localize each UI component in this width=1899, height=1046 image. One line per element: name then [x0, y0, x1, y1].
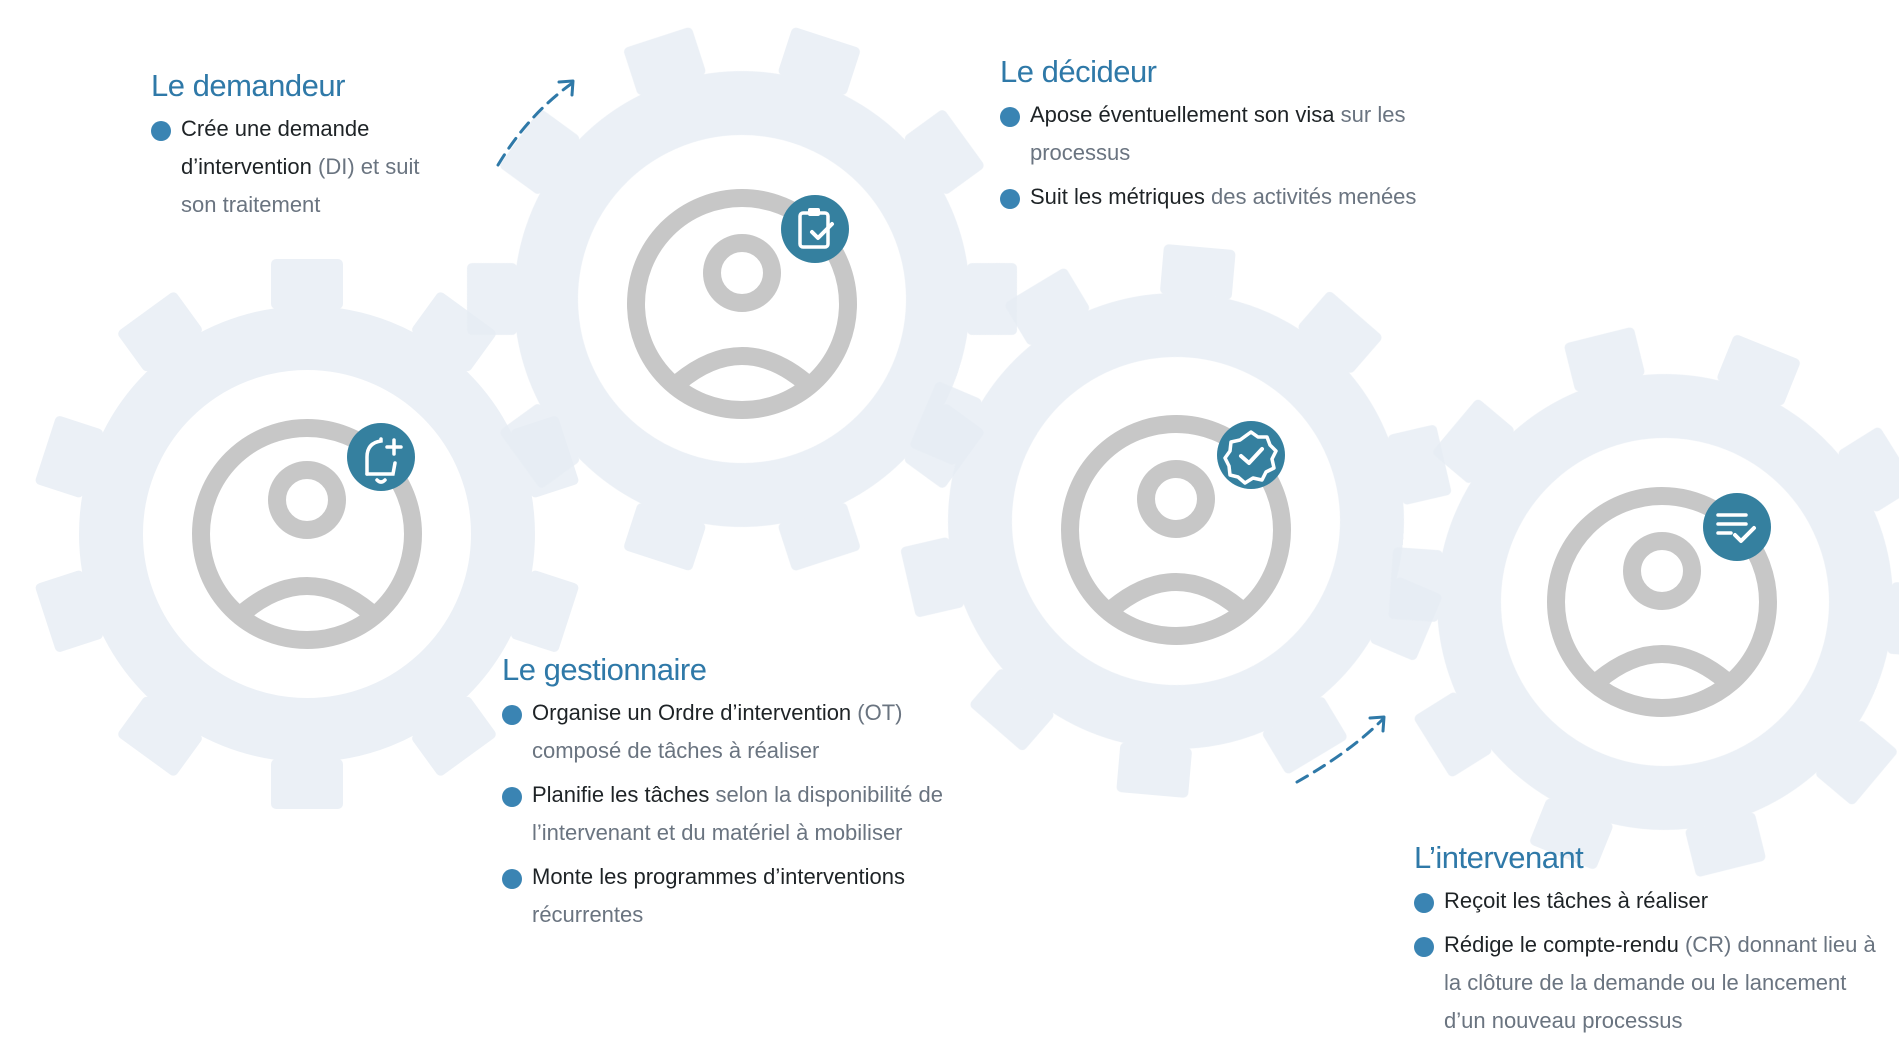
bullet-list: Reçoit les tâches à réaliser Rédige le c…	[1414, 882, 1884, 1040]
role-decideur: Le décideur Apose éventuellement son vis…	[1000, 54, 1520, 222]
person-icon-decideur	[627, 189, 857, 419]
list-item: Apose éventuellement son visa sur les pr…	[1000, 96, 1460, 172]
bullet-muted-text: (OT) composé de tâches à réaliser	[532, 700, 903, 763]
arrow-up-right-icon	[496, 79, 575, 167]
bullet-strong-text: Rédige le compte-rendu	[1444, 932, 1679, 957]
bullet-dot-icon	[151, 121, 171, 141]
list-item: Crée une demande d’intervention (DI) et …	[151, 110, 461, 224]
list-check-icon	[1703, 493, 1771, 561]
bullet-strong-text: Monte les programmes d’interventions	[532, 864, 905, 889]
bullet-muted-text: récurrentes	[532, 902, 644, 927]
bullet-strong-text: Reçoit les tâches à réaliser	[1444, 888, 1709, 913]
bullet-strong-text: Organise un Ordre d’intervention	[532, 700, 852, 725]
bullet-muted-text: selon la disponibilité de l’intervenant …	[532, 782, 943, 845]
bullet-strong-text: Crée une demande d’intervention	[181, 116, 370, 179]
list-item: Organise un Ordre d’intervention (OT) co…	[502, 694, 972, 770]
bullet-dot-icon	[1000, 189, 1020, 209]
list-item: Suit les métriques des activités menées	[1000, 178, 1510, 216]
list-item: Reçoit les tâches à réaliser	[1414, 882, 1884, 920]
bullet-strong-text: Suit les métriques	[1030, 184, 1205, 209]
role-title: Le décideur	[1000, 54, 1157, 89]
bullet-dot-icon	[1414, 937, 1434, 957]
bullet-dot-icon	[1000, 107, 1020, 127]
bell-plus-icon	[347, 423, 415, 491]
arrow-up-right-icon	[1295, 715, 1386, 784]
role-title: L’intervenant	[1414, 840, 1584, 875]
bullet-dot-icon	[502, 787, 522, 807]
bullet-dot-icon	[1414, 893, 1434, 913]
bullet-muted-text: (CR) donnant lieu à la clôture de la dem…	[1444, 932, 1876, 1033]
role-gestionnaire: Le gestionnaire Organise un Ordre d’inte…	[502, 652, 982, 940]
role-intervenant: L’intervenant Reçoit les tâches à réalis…	[1414, 840, 1884, 1046]
role-title: Le demandeur	[151, 68, 345, 103]
role-demandeur: Le demandeur Crée une demande d’interven…	[151, 68, 491, 230]
bullet-dot-icon	[502, 869, 522, 889]
badge-check-icon	[1217, 421, 1285, 489]
bullet-muted-text: (DI) et suit son traitement	[181, 154, 420, 217]
bullet-strong-text: Planifie les tâches	[532, 782, 710, 807]
role-title: Le gestionnaire	[502, 652, 707, 687]
clipboard-check-icon	[781, 195, 849, 263]
bullet-strong-text: Apose éventuellement son visa	[1030, 102, 1335, 127]
bullet-muted-text: sur les processus	[1030, 102, 1406, 165]
bullet-dot-icon	[502, 705, 522, 725]
list-item: Monte les programmes d’interventions réc…	[502, 858, 992, 934]
bullet-muted-text: des activités menées	[1210, 184, 1417, 209]
list-item: Planifie les tâches selon la disponibili…	[502, 776, 992, 852]
person-icon-intervenant	[1547, 487, 1777, 717]
bullet-list: Apose éventuellement son visa sur les pr…	[1000, 96, 1520, 216]
bullet-list: Organise un Ordre d’intervention (OT) co…	[502, 694, 982, 934]
person-icon-demandeur	[192, 419, 422, 649]
bullet-list: Crée une demande d’intervention (DI) et …	[151, 110, 491, 224]
person-icon-gestionnaire	[1061, 415, 1291, 645]
list-item: Rédige le compte-rendu (CR) donnant lieu…	[1414, 926, 1884, 1040]
